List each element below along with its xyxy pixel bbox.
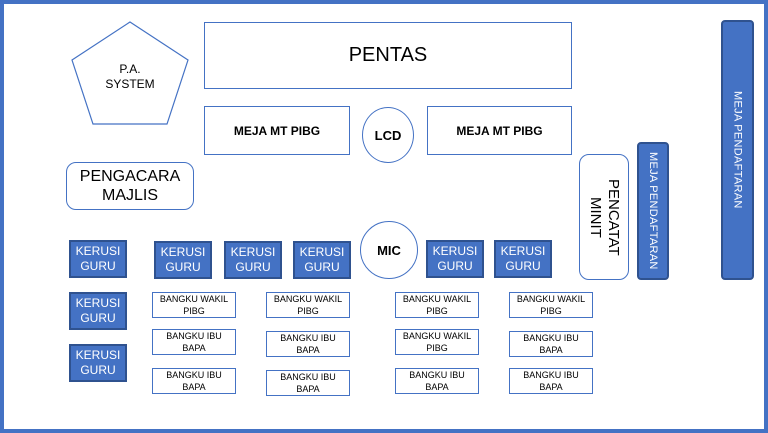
pa-system-label: P.A. SYSTEM — [105, 62, 155, 91]
kerusi-guru: KERUSI GURU — [69, 240, 127, 278]
kerusi-guru: KERUSI GURU — [69, 344, 127, 382]
kerusi-guru: KERUSI GURU — [69, 292, 127, 330]
bangku-wakil-pibg: BANGKU WAKIL PIBG — [509, 292, 593, 318]
meja-pendaftaran-small: MEJA PENDAFTARAN — [637, 142, 669, 280]
bangku-ibu-bapa: BANGKU IBU BAPA — [266, 370, 350, 396]
pengacara-majlis: PENGACARA MAJLIS — [66, 162, 194, 210]
pencatat-minit-label: PENCATAT MINIT — [587, 178, 622, 256]
pentas-stage: PENTAS — [204, 22, 572, 89]
bangku-wakil-pibg: BANGKU WAKIL PIBG — [395, 292, 479, 318]
meja-pendaftaran-large-label: MEJA PENDAFTARAN — [731, 91, 744, 209]
meja-pendaftaran-large: MEJA PENDAFTARAN — [721, 20, 754, 280]
pencatat-minit: PENCATAT MINIT — [579, 154, 629, 280]
mic-circle: MIC — [360, 221, 418, 279]
meja-mt-pibg-left: MEJA MT PIBG — [204, 106, 350, 155]
bangku-ibu-bapa: BANGKU IBU BAPA — [266, 331, 350, 357]
bangku-ibu-bapa: BANGKU IBU BAPA — [509, 368, 593, 394]
kerusi-guru: KERUSI GURU — [426, 240, 484, 278]
kerusi-guru: KERUSI GURU — [224, 241, 282, 279]
meja-mt-pibg-right: MEJA MT PIBG — [427, 106, 572, 155]
kerusi-guru: KERUSI GURU — [154, 241, 212, 279]
bangku-wakil-pibg: BANGKU WAKIL PIBG — [266, 292, 350, 318]
pa-system-pentagon — [71, 21, 189, 125]
bangku-ibu-bapa: BANGKU IBU BAPA — [152, 329, 236, 355]
bangku-wakil-pibg: BANGKU WAKIL PIBG — [152, 292, 236, 318]
bangku-ibu-bapa: BANGKU IBU BAPA — [152, 368, 236, 394]
kerusi-guru: KERUSI GURU — [293, 241, 351, 279]
bangku-wakil-pibg: BANGKU WAKIL PIBG — [395, 329, 479, 355]
meja-pendaftaran-small-label: MEJA PENDAFTARAN — [647, 152, 659, 270]
bangku-ibu-bapa: BANGKU IBU BAPA — [509, 331, 593, 357]
kerusi-guru: KERUSI GURU — [494, 240, 552, 278]
lcd-circle: LCD — [362, 107, 414, 163]
bangku-ibu-bapa: BANGKU IBU BAPA — [395, 368, 479, 394]
